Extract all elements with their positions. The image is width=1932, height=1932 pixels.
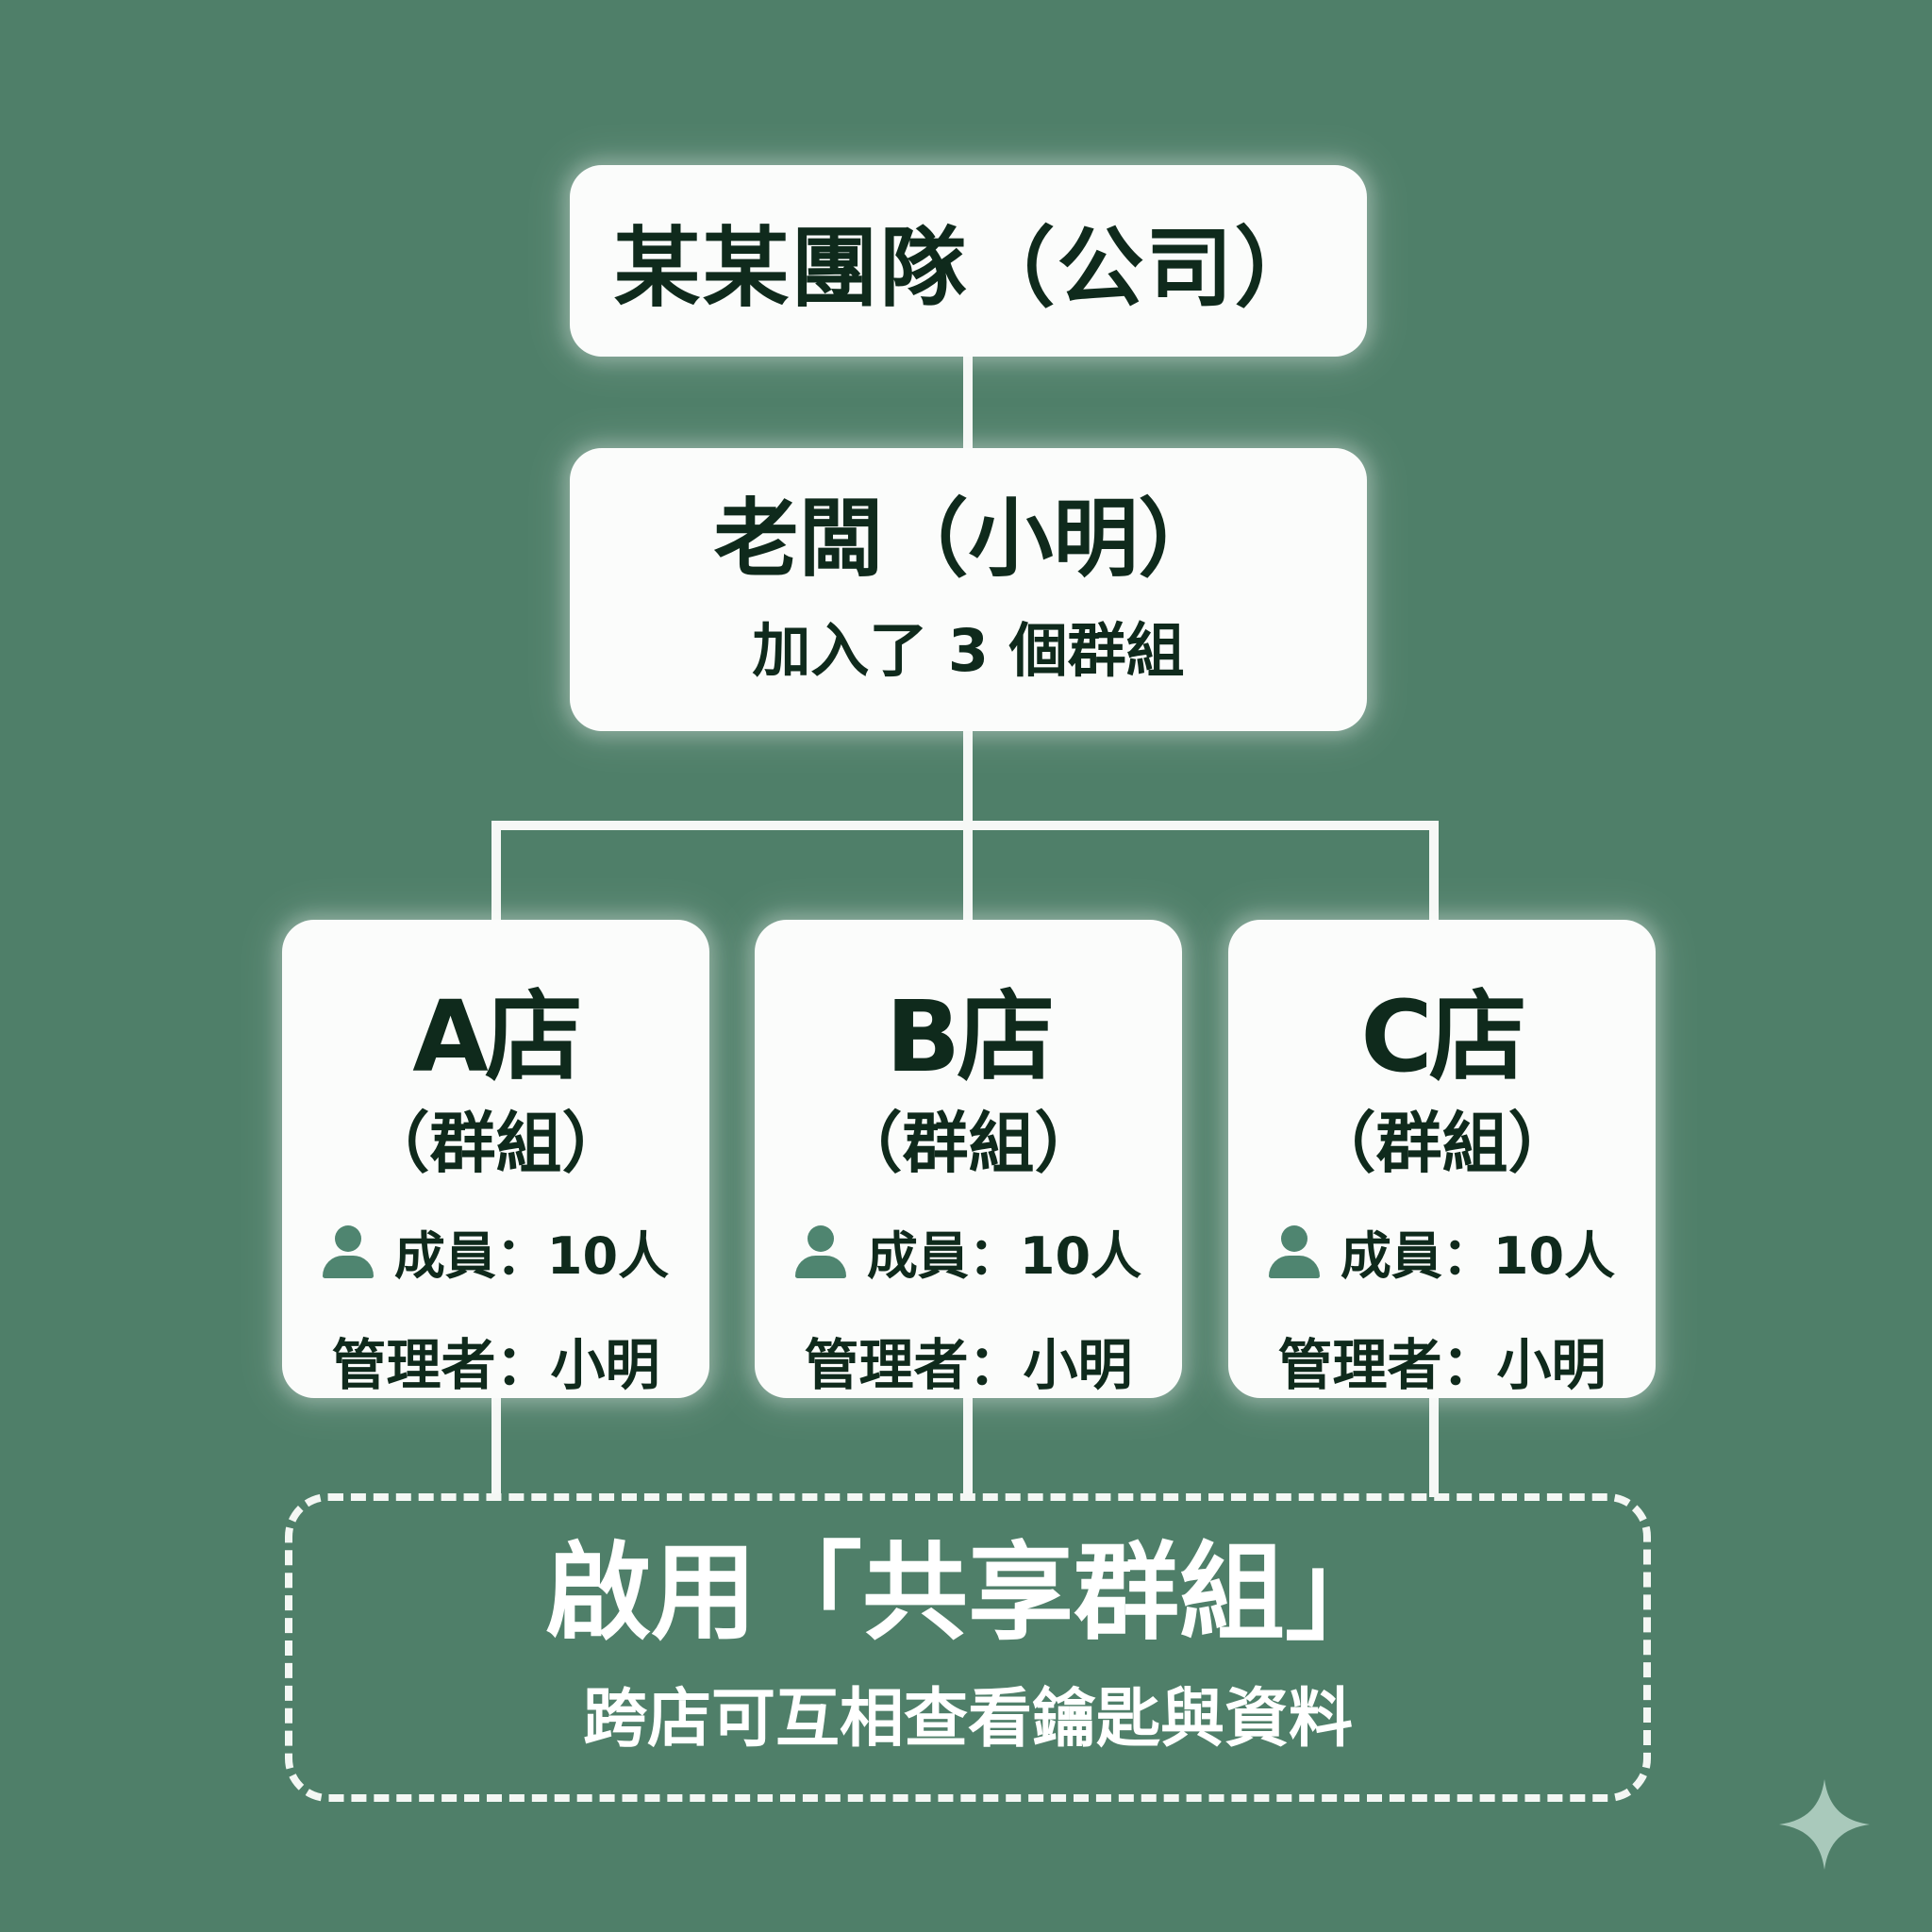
- store-type: （群組）: [363, 1105, 628, 1182]
- person-icon: [794, 1224, 846, 1278]
- store-name: A店: [412, 979, 582, 1094]
- members-label: 成員：10人: [1340, 1226, 1616, 1286]
- connector-b-shared: [963, 1398, 973, 1497]
- members-label: 成員：10人: [866, 1226, 1142, 1286]
- person-icon: [322, 1224, 374, 1278]
- store-members: 成員：10人: [1268, 1214, 1616, 1289]
- store-node-c: C店 （群組） 成員：10人 管理者：小明: [1228, 920, 1656, 1398]
- connector-branch-a: [491, 821, 501, 920]
- connector-branch-c: [1429, 821, 1439, 920]
- store-members: 成員：10人: [322, 1214, 670, 1289]
- store-name: C店: [1360, 979, 1526, 1094]
- connector-horizontal: [491, 821, 1439, 830]
- store-type: （群組）: [1309, 1105, 1574, 1182]
- store-name: B店: [885, 979, 1055, 1094]
- members-label: 成員：10人: [393, 1226, 670, 1286]
- sparkle-icon: [1779, 1779, 1870, 1870]
- shared-group-box: 啟用「共享群組」 跨店可互相查看鑰匙與資料: [285, 1493, 1651, 1802]
- connector-a-shared: [491, 1398, 501, 1497]
- store-node-a: A店 （群組） 成員：10人 管理者：小明: [282, 920, 709, 1398]
- person-icon: [1268, 1224, 1320, 1278]
- store-members: 成員：10人: [794, 1214, 1142, 1289]
- store-node-b: B店 （群組） 成員：10人 管理者：小明: [755, 920, 1182, 1398]
- shared-group-subtitle: 跨店可互相查看鑰匙與資料: [582, 1681, 1353, 1757]
- boss-node: 老闆（小明） 加入了 3 個群組: [570, 448, 1367, 731]
- connector-company-boss: [963, 357, 973, 448]
- company-node: 某某團隊（公司）: [570, 165, 1367, 357]
- store-manager: 管理者：小明: [1277, 1333, 1607, 1397]
- boss-subtitle: 加入了 3 個群組: [752, 615, 1185, 685]
- connector-c-shared: [1429, 1398, 1439, 1497]
- shared-group-title: 啟用「共享群組」: [545, 1532, 1391, 1656]
- company-title: 某某團隊（公司）: [613, 218, 1324, 319]
- store-type: （群組）: [836, 1105, 1101, 1182]
- boss-title: 老闆（小明）: [713, 489, 1224, 589]
- store-manager: 管理者：小明: [804, 1333, 1133, 1397]
- store-manager: 管理者：小明: [331, 1333, 660, 1397]
